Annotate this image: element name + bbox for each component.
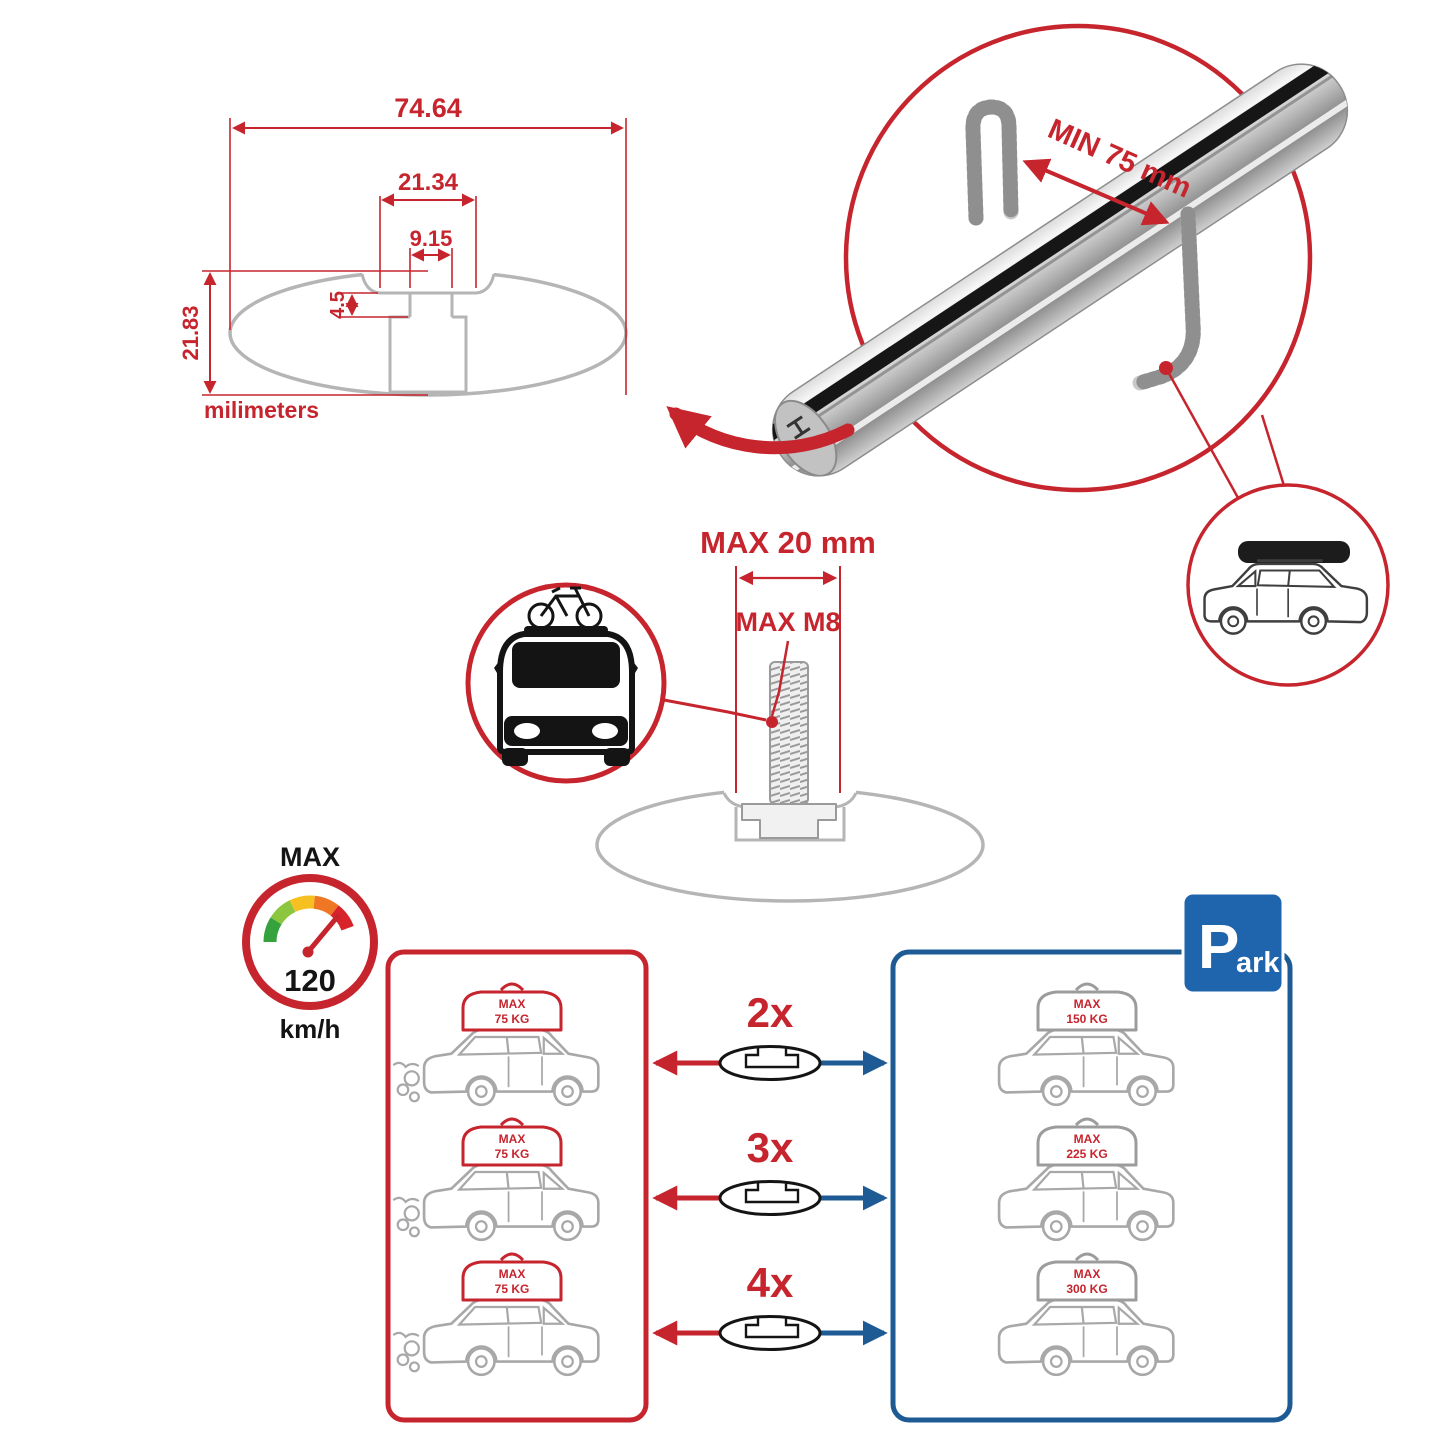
multiplier-row-2x: 2x bbox=[652, 989, 888, 1081]
crossbar-count-icon bbox=[718, 1180, 822, 1216]
load-capacity: MAX 120 km/h MAX 75 KG bbox=[242, 842, 1293, 1423]
cargo-max-label: MAX bbox=[1074, 1267, 1101, 1281]
crossbar-count-icon bbox=[718, 1045, 822, 1081]
car-front-icon bbox=[494, 626, 638, 766]
park-sign-initial: P bbox=[1198, 913, 1239, 982]
dim-unit-label: milimeters bbox=[204, 397, 319, 423]
roof-box bbox=[1238, 541, 1350, 563]
car-with-cargo-150kg: MAX 150 KG bbox=[997, 982, 1175, 1107]
speed-value: 120 bbox=[284, 963, 336, 998]
crossbar-count-icon bbox=[718, 1315, 822, 1351]
speed-unit: km/h bbox=[280, 1014, 341, 1044]
clamp-bolt-front bbox=[1132, 206, 1201, 391]
multiplier-row-4x: 4x bbox=[652, 1259, 888, 1351]
multiplier-row-3x: 3x bbox=[652, 1124, 888, 1216]
car-with-cargo-225kg: MAX 225 KG bbox=[997, 1117, 1175, 1242]
dim-slot-depth: 4.5 bbox=[327, 291, 349, 319]
speed-max-label: MAX bbox=[280, 842, 340, 872]
clamp-bolt-rear bbox=[965, 99, 1019, 226]
gauge-needle bbox=[305, 913, 341, 955]
cargo-weight-label: 150 KG bbox=[1066, 1012, 1107, 1026]
dim-channel-width: 21.34 bbox=[398, 169, 459, 196]
cargo-max-label: MAX bbox=[499, 997, 526, 1011]
car-with-cargo-300kg: MAX 300 KG bbox=[997, 1252, 1175, 1377]
pointer-arrow bbox=[666, 406, 855, 455]
bar-profile-channel bbox=[360, 273, 496, 295]
multiplier-label: 2x bbox=[747, 989, 794, 1036]
cargo-max-label: MAX bbox=[1074, 997, 1101, 1011]
speed-limit-gauge: MAX 120 km/h bbox=[242, 842, 378, 1044]
dim-total-width: 74.64 bbox=[394, 93, 462, 123]
cargo-max-label: MAX bbox=[499, 1132, 526, 1146]
car-with-cargo-75kg: MAX 75 KG bbox=[392, 982, 600, 1107]
cargo-max-label: MAX bbox=[1074, 1132, 1101, 1146]
aluminum-crossbar bbox=[764, 60, 1352, 477]
car-with-cargo-75kg: MAX 75 KG bbox=[392, 1117, 600, 1242]
cargo-weight-label: 75 KG bbox=[495, 1282, 530, 1296]
car-with-cargo-75kg: MAX 75 KG bbox=[392, 1252, 600, 1377]
cargo-weight-label: 300 KG bbox=[1066, 1282, 1107, 1296]
crossbar-detail: MIN 75 mm bbox=[666, 23, 1390, 687]
dim-total-height: 21.83 bbox=[178, 305, 203, 360]
dimension-diagram: 74.64 21.34 9.15 4.5 21.83 milimeters bbox=[178, 93, 628, 423]
multiplier-label: 4x bbox=[747, 1259, 794, 1306]
cargo-max-label: MAX bbox=[499, 1267, 526, 1281]
cargo-weight-label: 75 KG bbox=[495, 1012, 530, 1026]
bike-car-circle bbox=[465, 582, 667, 784]
suv-roofbox-circle bbox=[1186, 483, 1390, 687]
bolt-max-width-label: MAX 20 mm bbox=[700, 525, 876, 560]
park-sign: P ark bbox=[1181, 891, 1285, 995]
cargo-weight-label: 225 KG bbox=[1066, 1147, 1107, 1161]
min-clamp-arrow bbox=[1022, 158, 1170, 226]
bolt-max-thread-label: MAX M8 bbox=[735, 607, 840, 637]
t-bolt bbox=[741, 661, 837, 839]
park-sign-rest: ark bbox=[1236, 947, 1280, 979]
multiplier-label: 3x bbox=[747, 1124, 794, 1171]
cargo-weight-label: 75 KG bbox=[495, 1147, 530, 1161]
bar-profile-slot bbox=[388, 293, 468, 394]
thread-pointer-dot bbox=[766, 716, 778, 728]
bolt-detail: MAX 20 mm MAX M8 bbox=[465, 525, 985, 903]
dim-slot-width: 9.15 bbox=[410, 226, 453, 251]
